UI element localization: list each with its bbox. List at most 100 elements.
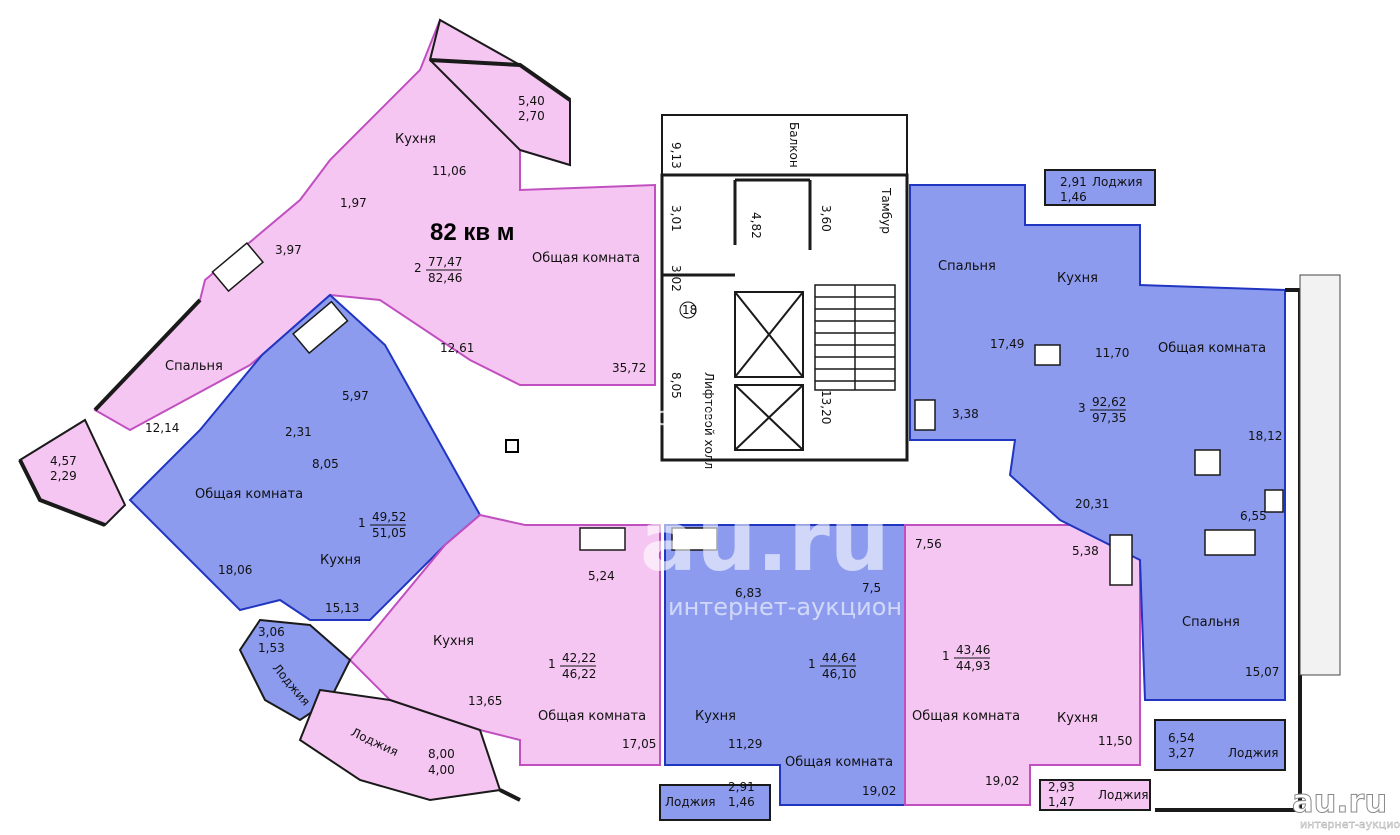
apt1b-rooms: 1 [548,657,556,671]
apt3-loggia-bottom-label: Лоджия [1228,746,1279,760]
apt3-living-label: Общая комната [1158,341,1266,356]
apt3-bath-area: 3,38 [952,407,979,421]
apt1c-kitchen-area: 11,29 [728,737,762,751]
apt1d-loggia-top: 2,93 [1048,780,1075,794]
right-side-strip [1299,274,1341,676]
apt1c-hall-area: 7,5 [862,581,881,595]
apt1c-living-label: Общая комната [785,755,893,770]
apt1a-rooms: 1 [358,516,366,530]
core-area-8-05: 8,05 [669,372,683,399]
loggia-bottom-curve[interactable] [298,688,502,802]
balcony-core [661,114,908,176]
apt1a-kitchen-area: 15,13 [325,601,359,615]
apt2-bedroom-label: Спальня [165,359,223,374]
apt1a-kitchen-label: Кухня [320,553,361,568]
apt1a-loggia-bottom: 1,53 [258,641,285,655]
core-area-3-60: 3,60 [819,205,833,232]
apt3-loggia-top-a: 2,91 [1060,175,1087,189]
apt3-kitchen-label: Кухня [1057,271,1098,286]
apt2-kitchen-area: 11,06 [432,164,466,178]
apt1d-area-total: 44,93 [956,659,990,673]
apt1d-loggia-bottom: 1,47 [1048,795,1075,809]
loggia-right-bottom[interactable] [1154,719,1286,771]
apt2-wc-area: 1,97 [340,196,367,210]
area-headline: 82 кв м [430,219,515,246]
stair-flight [814,284,896,391]
apt2-loggia-area-top: 5,40 [518,94,545,108]
apt1b-loggia-bottom: 4,00 [428,763,455,777]
apt3-kitchen-area: 11,70 [1095,346,1129,360]
apt2-bedroom-area: 12,14 [145,421,179,435]
apt3-area-total: 97,35 [1092,411,1126,425]
apt1d-kitchen-label: Кухня [1057,711,1098,726]
apt3-bedroom2-area: 15,07 [1245,665,1279,679]
apt1d-rooms: 1 [942,649,950,663]
core-number: 18 [682,303,697,317]
apt1a-loggia-top: 3,06 [258,625,285,639]
apt1a-wc-area: 2,31 [285,425,312,439]
apt1c-area-living: 44,64 [822,651,856,665]
core-tambur-label: Тамбур [879,187,893,234]
core-area-13-20: 13,20 [819,390,833,424]
loggia-bottom-right[interactable] [1039,779,1151,811]
core-partitions [662,178,812,277]
apt2-bath-area: 3,97 [275,243,302,257]
apt3-bedroom-area: 17,49 [990,337,1024,351]
apt2-loggia-left-top: 4,57 [50,454,77,468]
apt1c-bath-area: 6,83 [735,586,762,600]
apt1c-living-area: 19,02 [862,784,896,798]
apt2-loggia-area-bottom: 2,70 [518,109,545,123]
loggia-right-top[interactable] [1044,169,1156,206]
apartment-3[interactable] [909,184,1286,701]
apt1d-living-area: 19,02 [985,774,1019,788]
apt3-loggia-top-b: 1,46 [1060,190,1087,204]
apartment-1-left[interactable] [128,293,482,621]
apt2-living-label: Общая комната [532,251,640,266]
apt2-rooms: 2 [414,261,422,275]
core-area-3-02: 3,02 [669,265,683,292]
apt1c-loggia-bottom: 1,46 [728,795,755,809]
apt2-hall-area: 12,61 [440,341,474,355]
watermark-sibdom: Sibdom.ru [598,402,731,432]
apt1d-hall-area: 7,56 [915,537,942,551]
apt1b-living-label: Общая комната [538,709,646,724]
apt1b-area-total: 46,22 [562,667,596,681]
apt3-hall-area: 20,31 [1075,497,1109,511]
apt1b-loggia-top: 8,00 [428,747,455,761]
apt1d-kitchen-area: 11,50 [1098,734,1132,748]
apt2-living-area: 35,72 [612,361,646,375]
apt3-loggia-bottom-top: 6,54 [1168,731,1195,745]
apt1b-living-area: 17,05 [622,737,656,751]
apt1d-area-living: 43,46 [956,643,990,657]
apt1b-kitchen-label: Кухня [433,634,474,649]
apt1c-rooms: 1 [808,657,816,671]
apt1c-loggia-label: Лоджия [665,795,716,809]
apt1b-kitchen-area: 13,65 [468,694,502,708]
fixtures [211,241,1284,586]
apt3-rooms: 3 [1078,401,1086,415]
watermark-auru-sub: интернет-аукцион [668,593,902,621]
apt1d-bath-area: 5,38 [1072,544,1099,558]
lobby-marker [505,439,519,453]
apt3-loggia-bottom-bottom: 3,27 [1168,746,1195,760]
apt3-bath2-area: 6,55 [1240,509,1267,523]
apartment-1-bottom-right[interactable] [904,524,1141,806]
apt2-area-living: 77,47 [428,255,462,269]
apt2-loggia-left-bottom: 2,29 [50,469,77,483]
apt3-living-area: 18,12 [1248,429,1282,443]
apt1d-loggia-label: Лоджия [1098,788,1149,802]
apt1d-living-label: Общая комната [912,709,1020,724]
apt3-area-living: 92,62 [1092,395,1126,409]
watermark-corner: au.ru [1292,782,1387,820]
apt1a-living-label: Общая комната [195,487,303,502]
apt1a-hall-area: 8,05 [312,457,339,471]
apt1a-area-total: 51,05 [372,526,406,540]
apt3-loggia-top-label: Лоджия [1092,175,1143,189]
loggia-bottom-center[interactable] [659,784,771,821]
core-number-circle [679,301,697,319]
core-area-9-13: 9,13 [669,142,683,169]
core-area-4-82: 4,82 [749,212,763,239]
apartment-1-bottom-left[interactable] [348,513,661,766]
watermark-auru: au.ru [640,492,890,590]
